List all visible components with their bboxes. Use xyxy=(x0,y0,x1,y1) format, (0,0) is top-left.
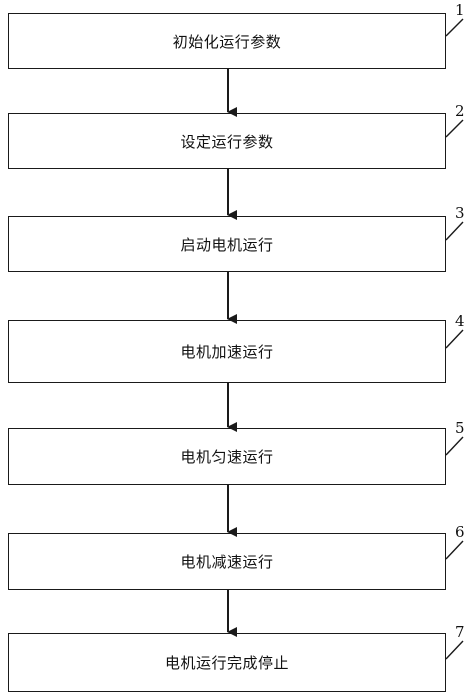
step-number-4: 4 xyxy=(455,312,465,330)
step-box-2: 设定运行参数 xyxy=(8,113,446,169)
step-number-3: 3 xyxy=(455,204,465,222)
step-box-7: 电机运行完成停止 xyxy=(8,633,446,692)
step-label-6: 电机减速运行 xyxy=(180,553,274,571)
step-label-4: 电机加速运行 xyxy=(180,343,274,361)
step-number-1: 1 xyxy=(455,1,465,19)
step-label-1: 初始化运行参数 xyxy=(172,32,282,51)
step-box-5: 电机匀速运行 xyxy=(8,428,446,485)
step-label-2: 设定运行参数 xyxy=(180,132,274,151)
step-label-7: 电机运行完成停止 xyxy=(164,654,289,672)
leader-line-2 xyxy=(445,119,464,138)
leader-line-5 xyxy=(445,436,464,456)
step-box-6: 电机减速运行 xyxy=(8,533,446,590)
step-number-5: 5 xyxy=(455,419,465,437)
step-label-3: 启动电机运行 xyxy=(180,235,274,254)
step-number-7: 7 xyxy=(455,623,465,641)
step-box-4: 电机加速运行 xyxy=(8,320,446,383)
step-number-2: 2 xyxy=(455,102,465,120)
leader-line-7 xyxy=(445,640,464,660)
leader-line-6 xyxy=(445,540,464,560)
step-box-1: 初始化运行参数 xyxy=(8,13,446,69)
leader-line-4 xyxy=(445,329,464,349)
leader-line-3 xyxy=(445,221,464,241)
step-box-3: 启动电机运行 xyxy=(8,216,446,272)
step-number-6: 6 xyxy=(455,523,465,541)
step-label-5: 电机匀速运行 xyxy=(180,448,274,466)
leader-line-1 xyxy=(445,18,464,37)
